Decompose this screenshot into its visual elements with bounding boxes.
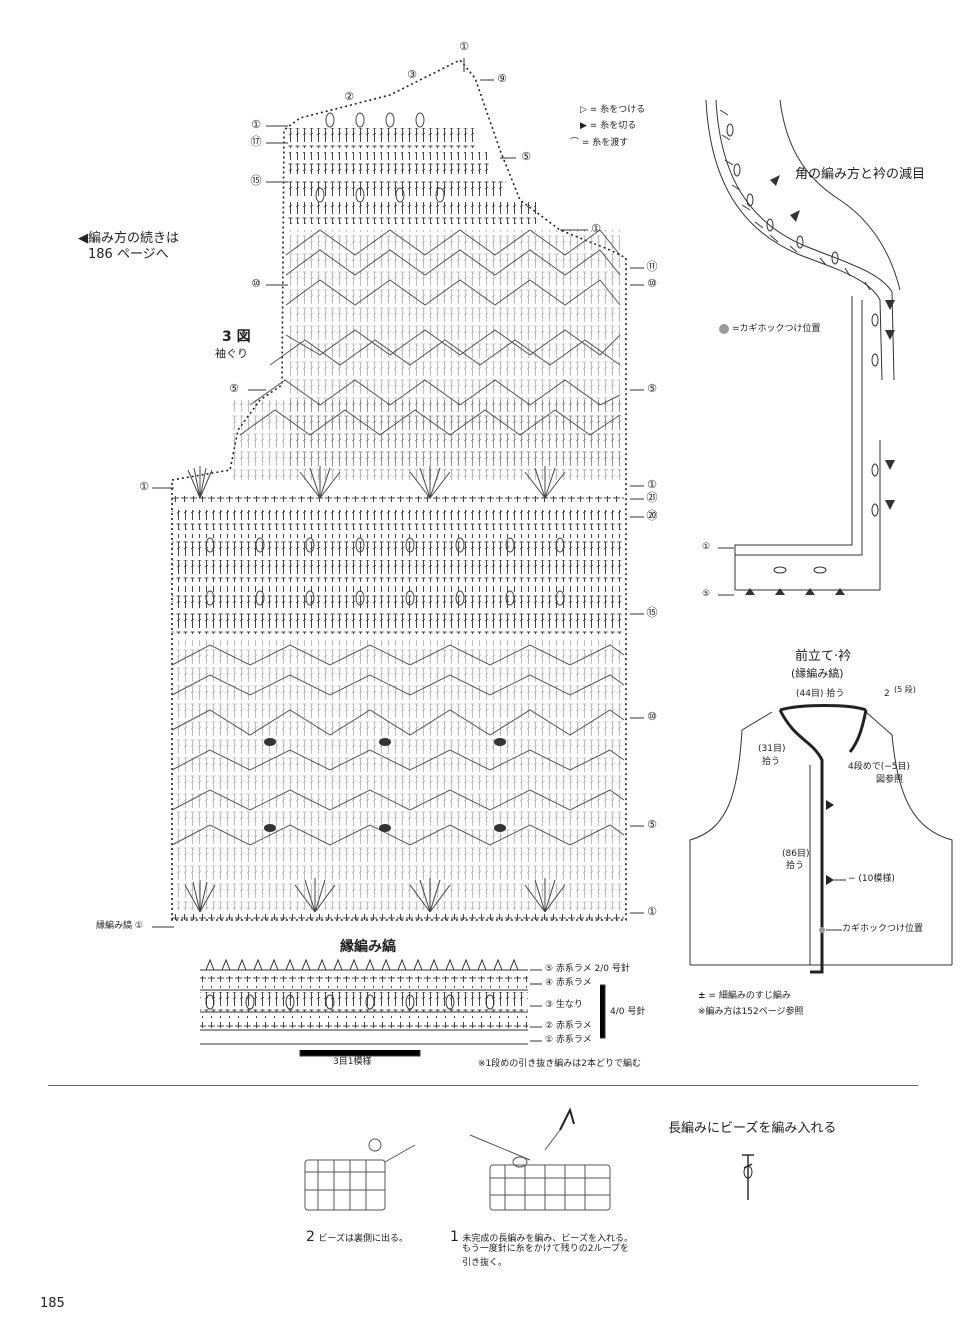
legend-sc-back-loop: ± = 細編みのすじ編み: [698, 991, 791, 1001]
pick-31-label: 拾う: [762, 757, 781, 767]
figure-subtitle: 袖ぐり: [215, 347, 248, 360]
legend-carry-yarn: ⌒ = 糸を渡す: [570, 138, 629, 148]
sc-back-loop-icon: ±: [698, 991, 706, 1001]
edge-row-4: ④ 赤系ラメ: [545, 978, 592, 988]
page-number: 185: [40, 1296, 65, 1311]
edge-row-5: ⑤ 赤系ラメ 2/0 号針: [545, 964, 630, 974]
row-number-left: ⑰: [250, 135, 262, 148]
hook-position-label: カギホックつけ位置: [842, 924, 924, 934]
double-strand-note: ※1段めの引き抜き編みは2本どりで編む: [478, 1059, 641, 1069]
row-number-left: ⑩: [251, 277, 261, 290]
bead-step-1: 1 未完成の長編みを編み、ビーズを入れる。: [450, 1229, 633, 1245]
row-number-left: ⑮: [250, 174, 262, 187]
edge-row-2: ② 赤系ラメ: [545, 1021, 592, 1031]
pick-44: (44目) 拾う: [796, 689, 845, 699]
row-number-right: ⑤: [521, 150, 531, 163]
row-number-right: ①: [647, 905, 657, 918]
row-number-right: ㉑: [646, 491, 658, 504]
legend-cut-yarn: ▶ = 糸を切る: [580, 121, 637, 131]
row-number-right: ⑩: [647, 277, 657, 290]
ten-patterns: − (10模様): [848, 874, 895, 884]
row-number-right: ⑪: [646, 260, 658, 273]
bead-step-1-line3: 引き抜く。: [462, 1258, 508, 1268]
row-number-right: ⑩: [647, 710, 657, 723]
pick-31-count: (31目): [758, 744, 786, 754]
legend-attach-yarn: ▷ = 糸をつける: [580, 105, 646, 115]
collar-width: 2: [884, 689, 890, 699]
row-number-top: ②: [344, 90, 354, 103]
continuation-note-line1: ◀編み方の続きは: [78, 231, 179, 246]
needle-size: 4/0 号針: [610, 1007, 646, 1017]
corner-row-1: ①: [702, 542, 711, 552]
bead-step-2: 2 ビーズは裏側に出る。: [306, 1229, 408, 1245]
row-number-right: ⑮: [646, 606, 658, 619]
row-number-left: ①: [251, 118, 261, 131]
repeat-note: 3目1模様: [333, 1057, 372, 1067]
corner-row-5: ⑤: [702, 589, 711, 599]
bead-step-1-line2: もう一度針に糸をかけて残りの2ループを: [462, 1244, 629, 1254]
pick-86-label: 拾う: [786, 861, 805, 871]
hook-position-note: =カギホックつけ位置: [732, 324, 821, 334]
continuation-note-line2: 186 ページへ: [88, 247, 169, 262]
row-number-top: ③: [407, 68, 417, 81]
row4-see-figure: 図参照: [876, 775, 904, 785]
row-number-right: ⑨: [497, 72, 507, 85]
bead-title: 長編みにビーズを編み入れる: [668, 1121, 837, 1136]
row-number-right: ⑳: [646, 509, 658, 522]
cut-yarn-icon: ▶: [580, 121, 587, 131]
collar-rows: (5 段): [894, 685, 916, 694]
section-divider: [48, 1085, 918, 1086]
edge-pattern-label: 縁編み縞 ①: [96, 921, 143, 931]
carry-yarn-icon: ⌒: [570, 138, 580, 148]
figure-title: 3 図: [222, 329, 251, 345]
edge-row-1: ① 赤系ラメ: [545, 1035, 592, 1045]
row-number-right: ①: [647, 478, 657, 491]
attach-yarn-icon: ▷: [580, 105, 587, 115]
front-note: ※編み方は152ページ参照: [698, 1007, 804, 1017]
corner-title: 角の編み方と衿の減目: [795, 167, 926, 182]
front-title: 前立て·衿: [795, 649, 852, 664]
row-number-left: ①: [139, 480, 149, 493]
row-number-left: ⑤: [229, 382, 239, 395]
row-number-right: ⑤: [647, 382, 657, 395]
row-number-right: ①: [591, 222, 601, 235]
edge-pattern-title: 縁編み縞: [340, 939, 396, 955]
front-subtitle: (縁編み縞): [791, 667, 844, 680]
row-number-right: ①: [459, 40, 469, 53]
edge-row-3: ③ 生なり: [545, 1000, 583, 1010]
row4-decrease: 4段めで(−5目): [848, 762, 911, 772]
row-number-right: ⑤: [647, 818, 657, 831]
pick-86-count: (86目): [782, 849, 810, 859]
